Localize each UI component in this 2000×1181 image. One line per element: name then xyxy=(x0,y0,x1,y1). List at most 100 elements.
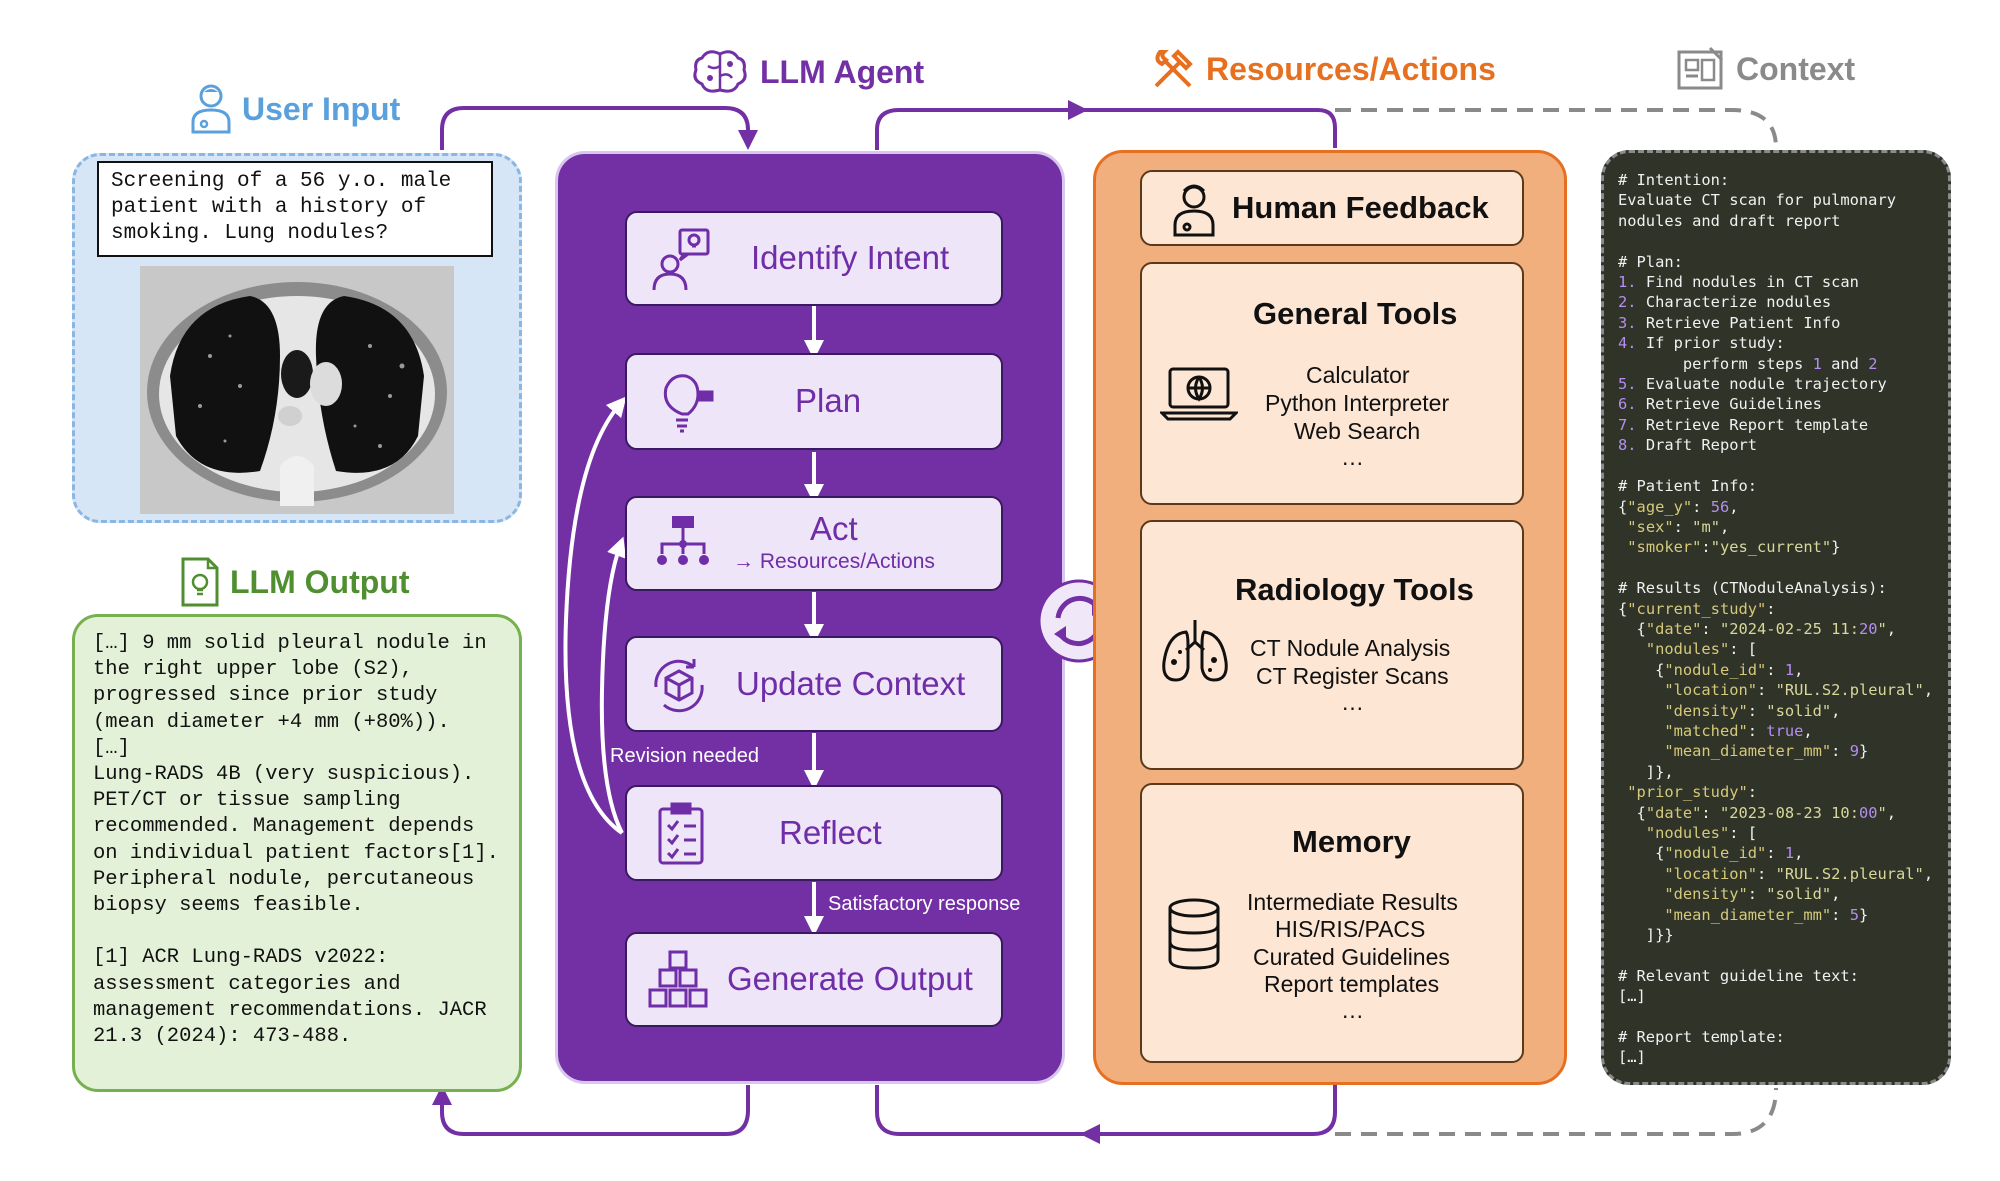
memory-item-his-ris-pacs: HIS/RIS/PACS xyxy=(1275,916,1426,942)
context-line: 2. Characterize nodules xyxy=(1618,293,1832,312)
context-line: 5. Evaluate nodule trajectory xyxy=(1618,375,1887,394)
step-identify-intent-label: Identify Intent xyxy=(751,239,950,276)
context-line: 7. Retrieve Report template xyxy=(1618,415,1869,434)
context-line: 8. Draft Report xyxy=(1618,436,1758,455)
memory-item-report-templates: Report templates xyxy=(1264,971,1440,997)
context-line: "mean_diameter_mm": 5} xyxy=(1664,905,1869,924)
general-tools-item-python: Python Interpreter xyxy=(1265,390,1450,416)
arrow-dashed-context-bottom xyxy=(1335,1087,1778,1136)
context-line: "nodules": [ xyxy=(1645,824,1758,842)
context-line: 6. Retrieve Guidelines xyxy=(1618,395,1822,414)
ct-scan-image xyxy=(140,266,454,514)
header-llm-agent: LLM Agent xyxy=(690,48,924,96)
step-generate-output xyxy=(625,932,1003,1027)
tools-icon xyxy=(1154,49,1193,88)
step-act-sublabel: → Resources/Actions xyxy=(733,550,935,573)
human-feedback-title: Human Feedback xyxy=(1232,190,1489,225)
document-bulb-icon xyxy=(181,557,219,607)
clinician-icon xyxy=(1173,184,1215,237)
context-text: # Intention: Evaluate CT scan for pulmon… xyxy=(1618,170,1948,1068)
laptop-globe-icon xyxy=(1160,367,1238,421)
context-line: "location": "RUL.S2.pleural", xyxy=(1664,681,1934,700)
revision-loop-to-plan xyxy=(563,396,627,835)
arrow-agent-to-resources xyxy=(875,108,1337,150)
revision-loop-to-act xyxy=(599,536,626,834)
context-line: {"current_study": xyxy=(1618,599,1776,618)
step-plan xyxy=(625,353,1003,450)
cube-refresh-icon xyxy=(654,659,704,713)
human-feedback-box xyxy=(1140,170,1524,246)
context-line: # Report template: xyxy=(1618,1028,1785,1047)
llm-output-panel: […] 9 mm solid pleural nodule in the rig… xyxy=(72,614,522,1092)
boxes-icon xyxy=(648,950,708,1008)
revision-needed-label: Revision needed xyxy=(610,745,759,767)
header-user-input: User Input xyxy=(190,84,400,134)
step-act-label: Act xyxy=(810,510,858,547)
lightbulb-icon xyxy=(663,374,714,433)
step-reflect xyxy=(625,785,1003,881)
context-line: Evaluate CT scan for pulmonary xyxy=(1618,191,1896,210)
memory-item-curated-guidelines: Curated Guidelines xyxy=(1253,944,1450,970)
context-line: […] xyxy=(1618,987,1646,1006)
context-line: {"date": "2023-08-23 10:00", xyxy=(1618,803,1897,822)
context-line: ]}} xyxy=(1618,926,1674,945)
context-line: 3. Retrieve Patient Info xyxy=(1618,313,1841,332)
arrow-agent-to-output xyxy=(432,1085,750,1136)
radiology-tools-item-nodule-analysis: CT Nodule Analysis xyxy=(1250,635,1451,661)
general-tools-item-calculator: Calculator xyxy=(1306,362,1410,388)
context-line: "matched": true, xyxy=(1664,721,1813,740)
memory-item-more: … xyxy=(1341,997,1364,1023)
radiology-tools-title: Radiology Tools xyxy=(1235,572,1474,607)
radiology-tools-item-more: … xyxy=(1341,689,1364,715)
context-line: {"nodule_id": 1, xyxy=(1618,660,1804,679)
general-tools-item-more: … xyxy=(1341,444,1364,470)
context-line: "density": "solid", xyxy=(1664,885,1841,904)
context-line: # Patient Info: xyxy=(1618,477,1757,496)
header-user-input-label: User Input xyxy=(242,90,401,127)
memory-item-intermediate-results: Intermediate Results xyxy=(1247,889,1458,915)
brain-icon xyxy=(693,50,747,93)
general-tools-box xyxy=(1140,262,1524,505)
context-line: {"nodule_id": 1, xyxy=(1618,844,1804,863)
header-resources-label: Resources/Actions xyxy=(1206,50,1496,87)
context-line: # Plan: xyxy=(1618,252,1683,271)
memory-box xyxy=(1140,783,1524,1063)
context-panel xyxy=(1601,150,1951,1085)
radiology-tools-item-register-scans: CT Register Scans xyxy=(1256,663,1449,689)
hierarchy-icon xyxy=(657,516,709,565)
radiology-tools-box xyxy=(1140,520,1524,770)
context-line: "location": "RUL.S2.pleural", xyxy=(1664,864,1934,883)
context-line: 1. Find nodules in CT scan xyxy=(1618,273,1859,292)
context-line: "nodules": [ xyxy=(1645,640,1758,659)
context-line: "prior_study": xyxy=(1627,783,1758,802)
context-line: 4. If prior study: xyxy=(1618,334,1785,353)
step-update-context-label: Update Context xyxy=(736,665,966,702)
context-line: ]}, xyxy=(1618,762,1674,781)
step-reflect-label: Reflect xyxy=(779,814,882,851)
clipboard-icon xyxy=(658,802,704,865)
satisfactory-response-label: Satisfactory response xyxy=(828,893,1021,915)
header-llm-output-label: LLM Output xyxy=(230,563,410,600)
user-query-text: Screening of a 56 y.o. male patient with… xyxy=(97,161,493,257)
context-board-icon xyxy=(1677,46,1724,90)
context-line: […] xyxy=(1618,1048,1646,1067)
context-line: "density": "solid", xyxy=(1664,701,1841,720)
context-line: # Relevant guideline text: xyxy=(1618,966,1859,985)
context-line: "sex": "m", xyxy=(1627,517,1730,536)
step-generate-output-label: Generate Output xyxy=(727,960,973,997)
lungs-icon xyxy=(1162,620,1228,682)
general-tools-item-web-search: Web Search xyxy=(1294,418,1421,444)
header-llm-agent-label: LLM Agent xyxy=(760,53,925,90)
header-llm-output: LLM Output xyxy=(180,556,409,608)
header-resources: Resources/Actions xyxy=(1150,46,1496,92)
step-identify-intent xyxy=(625,211,1003,306)
context-line: nodules and draft report xyxy=(1618,211,1841,230)
memory-title: Memory xyxy=(1292,824,1411,859)
header-context-label: Context xyxy=(1736,50,1856,87)
database-icon xyxy=(1168,898,1220,970)
context-line: # Results (CTNoduleAnalysis): xyxy=(1618,579,1887,598)
step-update-context xyxy=(625,636,1003,732)
context-line: {"age_y": 56, xyxy=(1618,497,1739,516)
header-context: Context xyxy=(1676,46,1855,92)
